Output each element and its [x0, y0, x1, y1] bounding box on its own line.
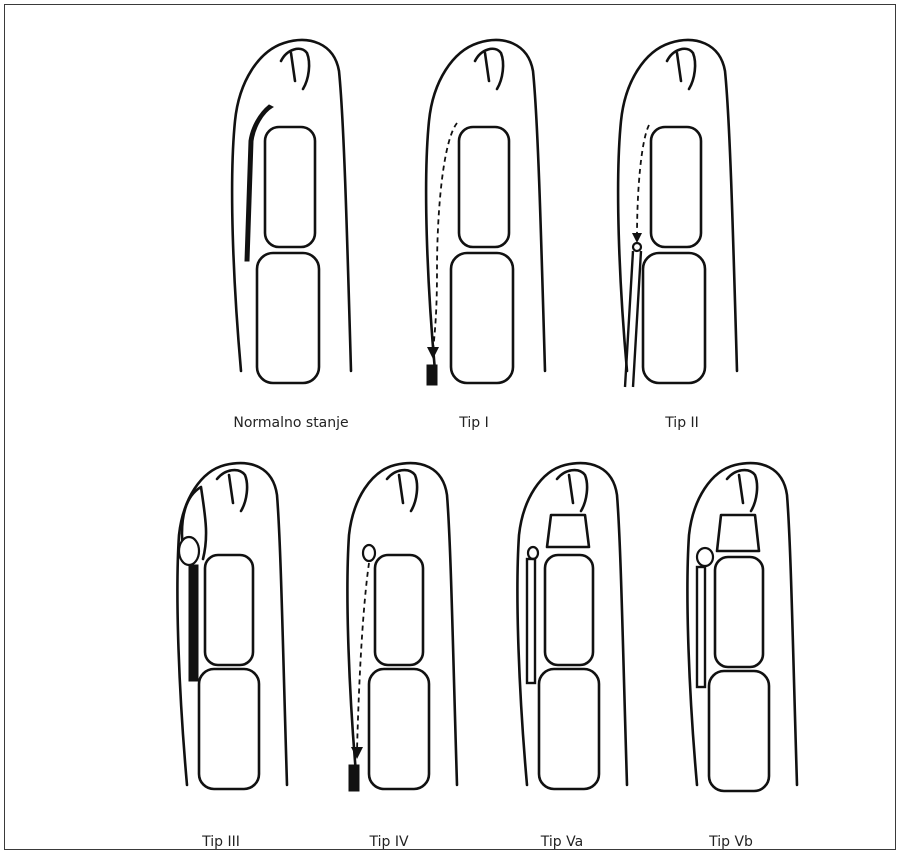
- retracted-tendon-path: [357, 563, 369, 751]
- middle-phalanx: [265, 127, 315, 247]
- caption-tip-iv: Tip IV: [289, 835, 489, 849]
- tendon-stump: [349, 765, 359, 791]
- extensor-tendon: [697, 567, 705, 687]
- finger-diagram-type3: [165, 455, 305, 805]
- tendon-stump: [427, 365, 437, 385]
- caption-tip-vb: Tip Vb: [631, 835, 831, 849]
- finger-diagram-normal: [219, 31, 369, 397]
- caption-tip-i: Tip I: [374, 416, 574, 430]
- avulsion-fragment: [363, 545, 375, 561]
- retracted-tendon-path: [637, 125, 649, 237]
- avulsion-fragment: [179, 537, 199, 565]
- caption-normal: Normalno stanje: [191, 416, 391, 430]
- proximal-phalanx: [257, 253, 319, 383]
- extensor-tendon: [527, 559, 535, 683]
- finger-diagram-type2: [605, 31, 755, 397]
- arrow-down-icon: [427, 347, 439, 359]
- finger-diagram-type1: [413, 31, 563, 397]
- finger-diagram-type5a: [505, 455, 645, 805]
- caption-tip-ii: Tip II: [582, 416, 782, 430]
- avulsion-fragment: [697, 548, 713, 566]
- figure-frame: Normalno stanje Tip I Tip II Tip III Tip…: [4, 4, 896, 850]
- arrow-down-icon: [632, 233, 642, 243]
- extensor-tendon: [625, 251, 641, 387]
- avulsion-fragment: [633, 243, 641, 251]
- extensor-tendon: [189, 565, 198, 681]
- finger-diagram-type4: [335, 455, 475, 805]
- avulsion-fragment: [528, 547, 538, 559]
- arrow-down-icon: [351, 747, 363, 759]
- finger-diagram-type5b: [675, 455, 815, 805]
